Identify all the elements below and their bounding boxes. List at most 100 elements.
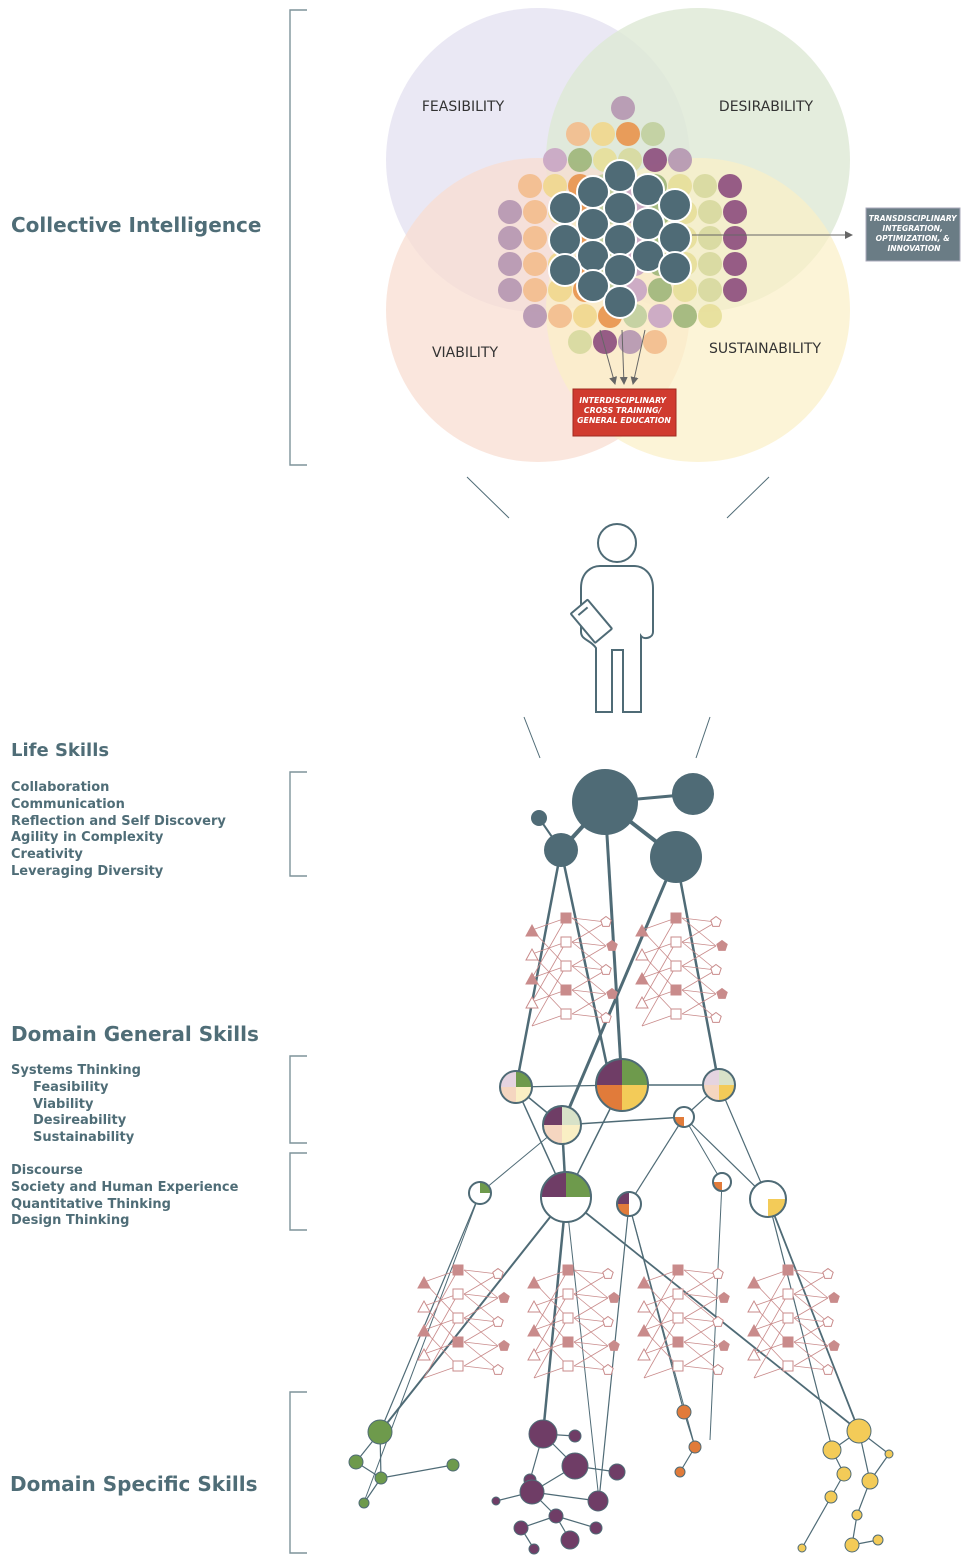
discipline-dot <box>723 252 747 276</box>
life-skill-item: Agility in Complexity <box>11 830 164 846</box>
shape-link <box>533 1269 569 1283</box>
triangle-shape <box>417 1275 431 1289</box>
shape-link <box>463 1269 499 1275</box>
life-skill-item: Creativity <box>11 847 83 863</box>
core-discipline-dot <box>548 253 582 287</box>
shape-link <box>793 1345 829 1367</box>
pentagon-shape <box>606 987 618 999</box>
life-skill-node <box>672 773 714 815</box>
domain-general-node <box>499 1070 533 1104</box>
square-shape <box>560 960 572 972</box>
life-skills-title: Life Skills <box>11 740 110 761</box>
shape-link <box>463 1365 499 1371</box>
shape-link <box>643 1293 679 1355</box>
network-link <box>541 1196 568 1435</box>
shape-link <box>643 1269 679 1283</box>
shape-link <box>531 917 567 931</box>
triangle-shape <box>635 971 649 985</box>
life-skill-node <box>572 769 638 835</box>
interdisciplinary-arrow <box>599 329 617 385</box>
domain-general-node <box>702 1068 736 1102</box>
square-shape <box>560 984 572 996</box>
node-quadrant <box>480 1182 491 1193</box>
discipline-dot <box>698 252 722 276</box>
systems-thinking-node <box>595 1058 649 1112</box>
square-shape <box>562 1312 574 1324</box>
discipline-dot <box>523 278 547 302</box>
specific-skill-node <box>561 1452 589 1480</box>
shape-link <box>531 917 567 979</box>
systems-thinking-list: Systems Thinking Feasibility Viability D… <box>11 1063 141 1147</box>
pentagon-shape <box>608 1339 620 1351</box>
node-quadrant <box>500 1087 516 1103</box>
section-bracket <box>289 1391 307 1554</box>
life-skill-node <box>531 810 547 826</box>
section-bracket <box>289 1055 307 1144</box>
pentagon-shape <box>492 1315 504 1327</box>
discipline-dot-cluster <box>498 96 747 354</box>
square-shape <box>562 1264 574 1276</box>
pentagon-shape <box>602 1363 614 1375</box>
shape-link <box>573 1317 609 1323</box>
shape-link <box>463 1341 499 1347</box>
domain-specific-title: Domain Specific Skills <box>10 1472 258 1496</box>
shape-link <box>793 1341 829 1347</box>
network-link <box>767 1198 833 1449</box>
triangle-shape <box>527 1299 541 1313</box>
transdisciplinary-line: OPTIMIZATION, & <box>876 234 950 243</box>
interdisciplinary-box <box>572 388 677 437</box>
triangle-shape <box>527 1347 541 1361</box>
specific-skill-node <box>568 1429 582 1443</box>
specific-skill-node <box>797 1543 807 1553</box>
specific-skill-node <box>836 1466 852 1482</box>
core-discipline-dot <box>548 191 582 225</box>
square-shape <box>670 936 682 948</box>
triangle-shape <box>637 1323 651 1337</box>
pentagon-shape <box>498 1291 510 1303</box>
square-shape <box>782 1336 794 1348</box>
discipline-dot <box>593 330 617 354</box>
pentagon-shape <box>602 1315 614 1327</box>
pentagon-shape <box>608 1291 620 1303</box>
domain-general-node <box>540 1171 592 1223</box>
section-bracket <box>289 9 307 466</box>
pentagon-shape <box>602 1267 614 1279</box>
discipline-dot <box>723 278 747 302</box>
shape-link <box>423 1269 459 1331</box>
node-outline <box>616 1191 642 1217</box>
skill-shape-cluster <box>525 912 618 1027</box>
node-outline <box>673 1106 695 1128</box>
pentagon-shape <box>822 1363 834 1375</box>
venn-label-feasibility: FEASIBILITY <box>422 99 505 115</box>
venn-label-desirability: DESIRABILITY <box>719 99 814 115</box>
shape-link <box>793 1317 829 1323</box>
shape-link <box>573 1321 609 1343</box>
shape-link <box>793 1269 829 1275</box>
discipline-dot <box>723 226 747 250</box>
life-skill-item: Collaboration <box>11 780 110 795</box>
shape-link <box>643 1269 679 1331</box>
person-icon <box>570 523 654 713</box>
pentagon-shape <box>718 1339 730 1351</box>
square-shape <box>672 1288 684 1300</box>
specific-skill-node <box>374 1471 388 1485</box>
shape-link <box>793 1321 829 1343</box>
shape-link <box>753 1317 789 1379</box>
square-shape <box>562 1288 574 1300</box>
square-shape <box>560 936 572 948</box>
interdisciplinary-line: CROSS TRAINING/ <box>584 406 663 415</box>
node-quadrant <box>617 1192 629 1204</box>
skill-shape-cluster <box>635 912 728 1027</box>
specific-skill-node <box>587 1490 609 1512</box>
triangle-shape <box>747 1347 761 1361</box>
shape-link <box>463 1317 499 1323</box>
life-skills-list: Collaboration Communication Reflection a… <box>11 780 226 881</box>
shape-link <box>533 1317 569 1379</box>
discipline-dot <box>723 200 747 224</box>
shape-link <box>641 965 677 1027</box>
specific-skill-node <box>519 1479 545 1505</box>
shape-link <box>463 1293 499 1299</box>
network-link <box>379 1196 567 1433</box>
pentagon-shape <box>600 963 612 975</box>
shape-link <box>681 1013 717 1019</box>
